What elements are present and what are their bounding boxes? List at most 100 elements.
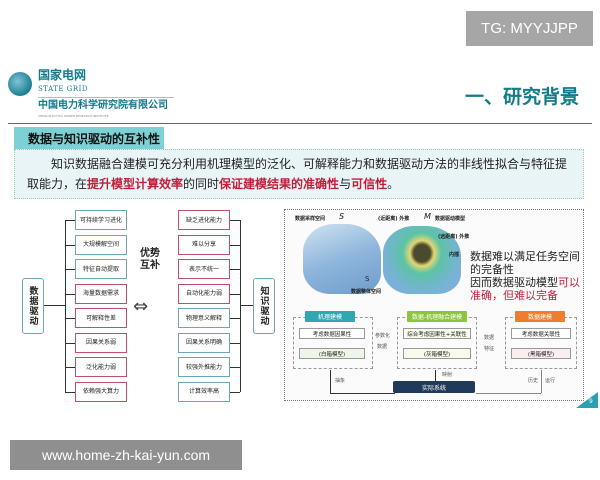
run-label: 运行 — [545, 378, 556, 384]
header-divider — [8, 123, 592, 124]
left-item: 依赖强大算力 — [75, 381, 127, 402]
left-item: 海量数据需求 — [75, 283, 127, 304]
group-line: (黑箱模型) — [511, 348, 571, 359]
intro-highlight: 保证建模结果的准确性 — [219, 177, 340, 191]
watermark-top: TG: MYYJJPP — [466, 11, 593, 46]
section-tag: 数据与知识驱动的互补性 — [14, 127, 164, 149]
knowledge-driven-label: 知识驱动 — [253, 278, 275, 334]
connector — [65, 367, 75, 368]
right-item: 物理意义解释 — [178, 308, 230, 328]
watermark-bottom: www.home-zh-kai-yun.com — [10, 440, 242, 470]
connector — [230, 342, 240, 344]
right-item: 自动化能力弱 — [178, 283, 230, 304]
intro-text: 知识数据融合建模可充分利用机理模型的泛化、可解释能力和数据驱动方法的非线性拟合与… — [14, 149, 584, 199]
label-dd-model: 数据驱动模型 — [435, 216, 466, 222]
arrow-label: 数据 — [377, 344, 388, 350]
arrow-label: 参数化 — [375, 333, 391, 339]
connector — [65, 293, 75, 295]
left-item: 泛化能力弱 — [75, 357, 127, 377]
connector — [65, 269, 75, 270]
group-line: 考虑数据因果性 — [299, 328, 365, 339]
connector — [65, 342, 75, 344]
logo-divider — [38, 97, 174, 98]
left-item: 大规模解空间 — [75, 234, 127, 255]
group-line: (灰箱模型) — [403, 348, 471, 359]
group-head: 数据建模 — [515, 311, 565, 322]
note-line: 数据难以满足任务空间的完备性 — [470, 250, 580, 276]
logo-cn: 国家电网 — [38, 68, 87, 82]
intro-part: 。 — [387, 177, 400, 191]
connector — [476, 393, 541, 394]
connector — [240, 220, 241, 392]
left-item: 因果关系弱 — [75, 332, 127, 353]
intro-part: 与 — [339, 177, 352, 191]
label-far: (远距离) 外推 — [438, 234, 470, 240]
right-item: 缺乏进化能力 — [178, 210, 230, 230]
connector — [230, 269, 240, 270]
label-M: M — [424, 212, 431, 221]
intro-highlight: 提升模型计算效率 — [87, 177, 184, 191]
right-item: 较强外推能力 — [178, 357, 230, 377]
connector — [44, 305, 65, 306]
connector — [330, 393, 395, 394]
group-head: 数据-机理融合建模 — [407, 311, 467, 322]
connector — [330, 370, 331, 393]
label-S: S — [339, 212, 345, 221]
connector — [230, 367, 240, 368]
left-item: 可解释性差 — [75, 308, 127, 328]
data-space-surface — [303, 224, 381, 294]
arrow-label: 特征 — [484, 346, 495, 352]
connector — [230, 318, 240, 319]
label-inner: 内插 — [449, 252, 460, 258]
group-mechanism — [293, 317, 373, 369]
state-grid-logo-icon — [8, 72, 32, 96]
connector — [230, 293, 240, 295]
slide-title: 一、研究背景 — [465, 86, 580, 108]
arrow-label: 数据 — [484, 335, 495, 341]
left-item: 可持续学习进化 — [75, 210, 127, 230]
intro-part: 的同时 — [183, 177, 220, 191]
group-line: (白箱模型) — [299, 348, 365, 359]
connector — [230, 244, 240, 246]
logo-en: STATE GRID — [38, 85, 88, 93]
right-item: 计算效率高 — [178, 381, 230, 402]
group-fusion — [397, 317, 477, 369]
left-item: 特征自动提取 — [75, 259, 127, 279]
group-line: 综合考虑因果性+关联性 — [403, 328, 471, 339]
map-label: 映射 — [442, 372, 453, 378]
note-line: 因而数据驱动模型 — [470, 276, 558, 289]
right-item: 因果关系明确 — [178, 332, 230, 353]
right-item: 难以分享 — [178, 234, 230, 255]
connector — [65, 391, 75, 393]
label-near: (近距离) 外推 — [378, 216, 410, 222]
label-whole-space: 数据整体空间 — [351, 289, 382, 295]
intro-highlight: 可信性 — [351, 177, 388, 191]
abstract-label: 抽象 — [335, 378, 346, 384]
label-sample-space: 数据采样空间 — [295, 216, 326, 222]
model-space-surface — [383, 226, 461, 294]
connector — [65, 318, 75, 319]
label-s: S — [365, 275, 370, 283]
group-head: 机理建模 — [305, 311, 355, 322]
connector — [65, 220, 66, 392]
group-data — [505, 317, 577, 369]
connector — [230, 391, 240, 393]
page-number: 9 — [589, 398, 593, 405]
complementary-label: 优势互补 — [140, 248, 160, 271]
double-arrow-icon: ⇔ — [133, 296, 149, 317]
illustration-panel: 数据采样空间 S S 数据整体空间 (近距离) 外推 M 数据驱动模型 (远距离… — [284, 209, 584, 401]
data-driven-label: 数据驱动 — [22, 278, 44, 334]
connector — [230, 220, 240, 221]
panel-note: 数据难以满足任务空间的完备性因而数据驱动模型可以准确，但难以完备 — [470, 250, 580, 302]
connector — [435, 370, 436, 382]
connector — [65, 244, 75, 246]
right-item: 表示不统一 — [178, 259, 230, 279]
group-line: 考虑数据关联性 — [511, 328, 571, 339]
connector — [65, 220, 75, 221]
real-system-box: 实际系统 — [393, 381, 475, 393]
connector — [541, 370, 542, 393]
company-name-en: CHINA ELECTRIC POWER RESEARCH INSTITUTE — [38, 114, 109, 118]
company-name: 中国电力科学研究院有限公司 — [38, 100, 168, 111]
note-highlight: 可以准确，但难以完备 — [470, 276, 580, 302]
page-corner — [576, 392, 598, 408]
